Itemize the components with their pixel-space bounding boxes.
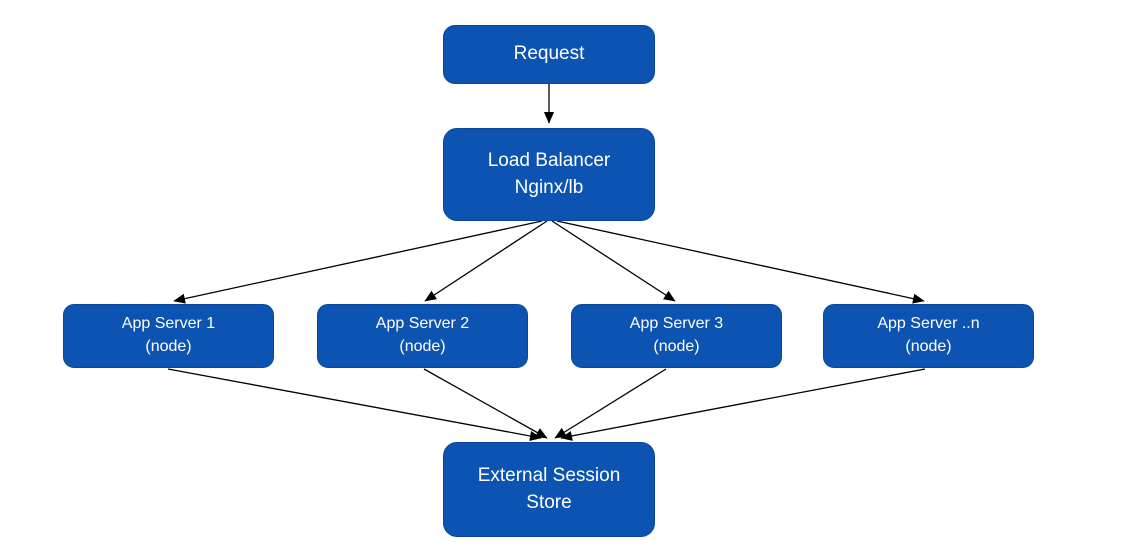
node-app-server-2-label-line1: App Server 2 xyxy=(375,315,470,333)
node-app-server-n: App Server ..n (node) xyxy=(823,304,1034,368)
node-external-session-store: External Session Store xyxy=(443,442,655,537)
arrow-lb-to-app1 xyxy=(173,220,543,304)
node-app-server-3-label-line2: (node) xyxy=(653,338,700,355)
node-app-server-3: App Server 3 (node) xyxy=(571,304,782,368)
arrow-app3-to-store xyxy=(554,368,667,439)
arrow-lb-to-app3 xyxy=(551,220,676,302)
arrow-lb-to-app2 xyxy=(424,220,548,302)
arrow-lb-to-appn xyxy=(556,220,925,304)
node-request-label: Request xyxy=(513,43,585,65)
node-app-server-1: App Server 1 (node) xyxy=(63,304,274,368)
node-load-balancer-label-line1: Load Balancer xyxy=(487,149,611,171)
node-external-session-store-label-line1: External Session xyxy=(477,464,621,486)
node-request: Request xyxy=(443,25,655,84)
node-external-session-store-label-line2: Store xyxy=(526,491,572,513)
arrow-appn-to-store xyxy=(560,368,926,441)
arrow-app2-to-store xyxy=(423,368,548,439)
node-app-server-n-label-line2: (node) xyxy=(905,338,952,355)
arrow-app1-to-store xyxy=(167,368,542,441)
node-load-balancer-label-line2: Nginx/lb xyxy=(514,176,584,198)
node-load-balancer: Load Balancer Nginx/lb xyxy=(443,128,655,221)
node-app-server-n-label-line1: App Server ..n xyxy=(877,315,980,333)
node-app-server-1-label-line1: App Server 1 xyxy=(121,315,216,333)
node-app-server-2-label-line2: (node) xyxy=(399,338,446,355)
node-app-server-3-label-line1: App Server 3 xyxy=(629,315,724,333)
node-app-server-1-label-line2: (node) xyxy=(145,338,192,355)
node-app-server-2: App Server 2 (node) xyxy=(317,304,528,368)
